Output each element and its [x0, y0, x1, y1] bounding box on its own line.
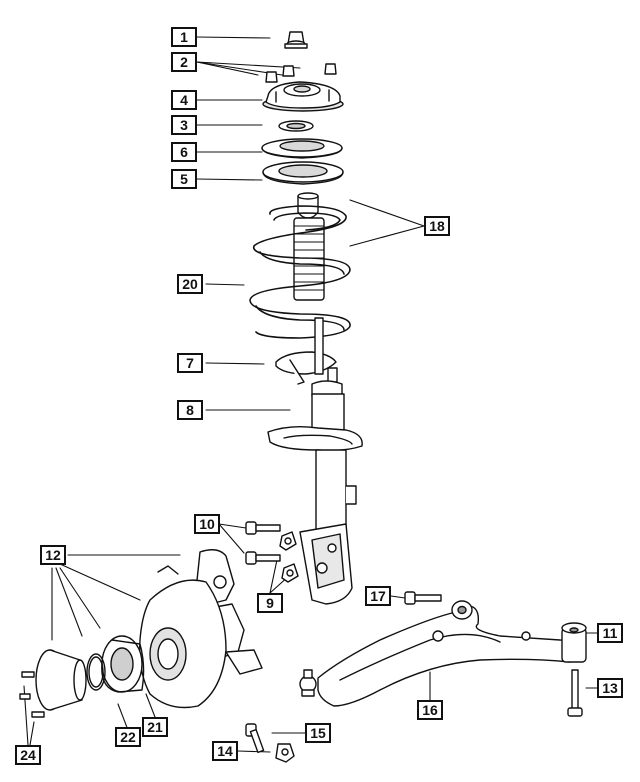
strut-nuts-9	[279, 531, 299, 583]
callout-12: 12	[40, 545, 66, 565]
ball-joint	[299, 669, 317, 697]
callout-16: 16	[417, 700, 443, 720]
callout-13: 13	[597, 678, 623, 698]
callout-3: 3	[171, 115, 197, 135]
pinch-nut-14	[275, 743, 295, 763]
callout-14: 14	[212, 741, 238, 761]
wheel-hub-24	[19, 649, 87, 718]
upper-mount-4	[262, 81, 344, 112]
callout-24: 24	[15, 745, 41, 765]
callout-6: 6	[171, 142, 197, 162]
callout-15: 15	[305, 723, 331, 743]
rear-bushing-11	[561, 622, 587, 663]
bearing-3	[278, 120, 314, 132]
arm-bolt-17	[404, 591, 442, 605]
isolator-5	[262, 161, 344, 185]
callout-10: 10	[194, 514, 220, 534]
callout-7: 7	[177, 353, 203, 373]
strut-assembly-8	[267, 380, 363, 605]
callout-20: 20	[177, 274, 203, 294]
mount-nuts-2	[265, 63, 337, 83]
rear-bolt-13	[567, 669, 583, 717]
callout-18: 18	[424, 216, 450, 236]
callout-2: 2	[171, 52, 197, 72]
snap-ring	[86, 653, 106, 691]
wheel-bearing-22	[101, 635, 145, 693]
lower-control-arm-16	[317, 605, 579, 707]
callout-9: 9	[257, 593, 283, 613]
leader-lines	[23, 36, 598, 753]
callout-22: 22	[115, 727, 141, 747]
pinch-bolt-15	[245, 723, 265, 754]
upper-seat-6	[261, 138, 343, 159]
callout-4: 4	[171, 90, 197, 110]
knuckle-bolts-10	[245, 521, 281, 565]
callout-5: 5	[171, 169, 197, 189]
callout-8: 8	[177, 400, 203, 420]
piston-rod	[314, 317, 338, 383]
callout-1: 1	[171, 27, 197, 47]
callout-21: 21	[142, 717, 168, 737]
coil-spring-18	[249, 205, 351, 339]
front-bushing	[451, 600, 473, 620]
callout-17: 17	[365, 586, 391, 606]
splash-shield-21	[139, 565, 227, 709]
callout-11: 11	[597, 623, 623, 643]
strut-nut-1	[284, 31, 308, 49]
spring-isolator-7	[275, 351, 337, 385]
